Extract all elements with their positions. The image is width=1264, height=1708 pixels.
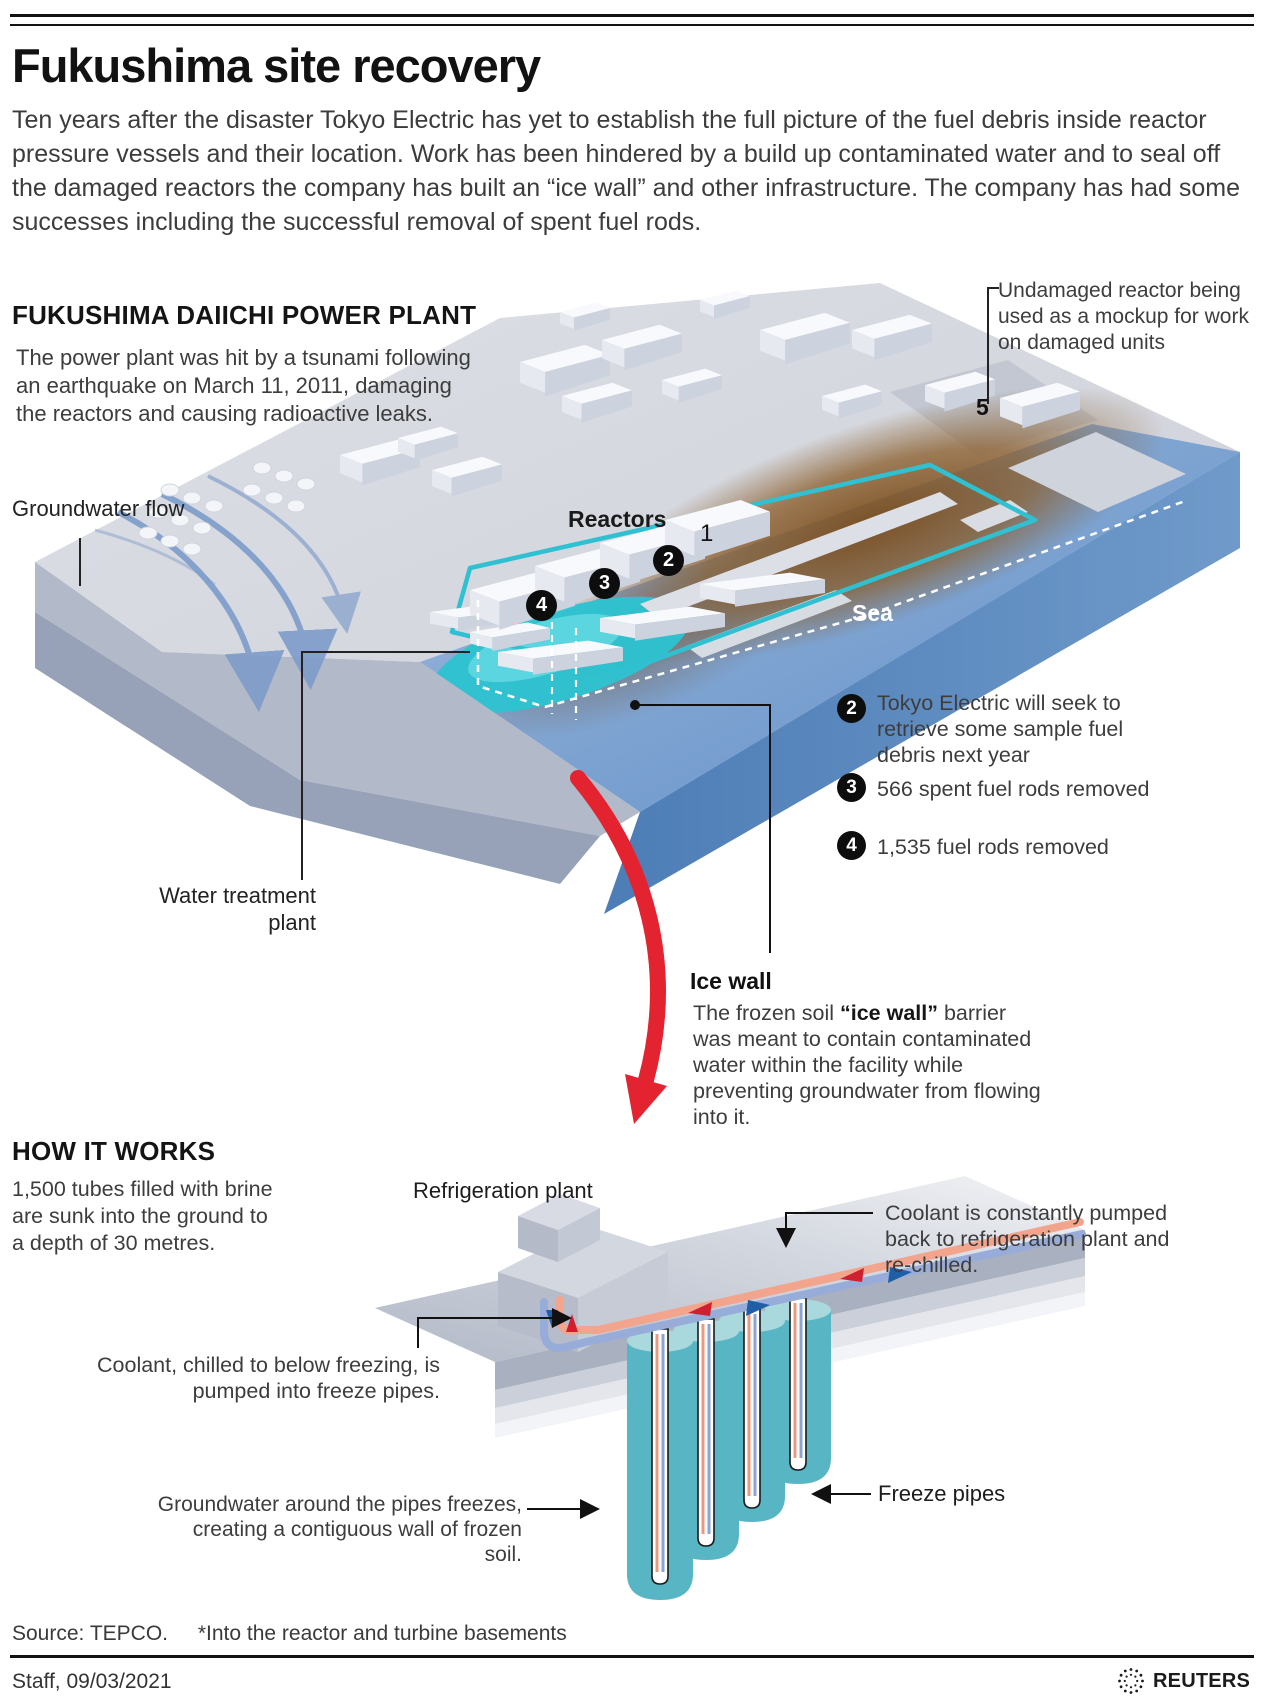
page-title: Fukushima site recovery (12, 39, 541, 92)
dashed-outline (476, 498, 1189, 720)
freeze-diagram (375, 1176, 1086, 1600)
plant-section-heading: FUKUSHIMA DAIICHI POWER PLANT (12, 300, 477, 330)
label-leaders (79, 287, 999, 880)
top-rule (10, 14, 1254, 26)
sea-front-face (604, 452, 1240, 914)
footer-rule (10, 1655, 1254, 1658)
mockup-leader (987, 287, 999, 404)
refrigeration-plant-label: Refrigeration plant (413, 1178, 593, 1203)
coolant-return-leader (776, 1212, 873, 1248)
note-text-3: 566 spent fuel rods removed (877, 777, 1150, 801)
source-text: Source: TEPCO. (12, 1622, 169, 1645)
unit-1-label: 1 (700, 520, 714, 547)
red-arrow (570, 770, 667, 1124)
note-badge-4: 4 (837, 831, 866, 860)
plant-description: The power plant was hit by a tsunami fol… (16, 345, 471, 426)
ice-wall-leader (630, 700, 771, 953)
footnote-text: *Into the reactor and turbine basements (197, 1622, 567, 1645)
source-line: Source: TEPCO. *Into the reactor and tur… (12, 1622, 567, 1646)
reuters-orbit-icon (1118, 1668, 1144, 1694)
land-front-face (35, 562, 640, 836)
byline: Staff, 09/03/2021 (12, 1670, 172, 1693)
freeze-pipes (651, 1297, 807, 1585)
note-text-2: Tokyo Electric will seek to retrieve som… (877, 691, 1124, 767)
groundwater-freezes-note: Groundwater around the pipes freezes, cr… (157, 1493, 522, 1566)
ice-wall-text-rest: barrier was meant to contain contaminate… (693, 1001, 1041, 1129)
note-badge-3: 3 (837, 773, 866, 802)
mockup-note: Undamaged reactor being used as a mockup… (998, 279, 1249, 354)
unit-5-label: 5 (976, 394, 989, 420)
ice-wall-paragraph: The frozen soil “ice wall” barrier was m… (693, 1000, 1041, 1130)
coolant-supply-leader (417, 1308, 572, 1348)
reuters-logo: REUTERS (1116, 1666, 1250, 1696)
groundwater-flow-label: Groundwater flow (12, 496, 185, 521)
water-treatment-label: Water treatment plant (159, 883, 316, 935)
diagram-leaders (417, 1212, 873, 1519)
map-marker-4: 4 (526, 590, 557, 621)
note-badge-2: 2 (837, 694, 866, 723)
ice-wall-text-bold: “ice wall” (839, 1001, 938, 1025)
map-marker-3: 3 (589, 568, 620, 599)
water-treatment-leader (301, 651, 470, 880)
note-text-4: 1,535 fuel rods removed (877, 835, 1109, 859)
tank-farm (138, 461, 316, 556)
ice-wall-heading: Ice wall (690, 968, 772, 994)
site-illustration (35, 283, 1240, 1124)
how-description: 1,500 tubes filled with brine are sunk i… (12, 1177, 273, 1255)
coolant-return-note: Coolant is constantly pumped back to ref… (885, 1201, 1170, 1277)
coolant-supply-note: Coolant, chilled to below freezing, is p… (97, 1353, 440, 1403)
reuters-wordmark: REUTERS (1153, 1669, 1250, 1692)
flow-arrows (546, 1267, 912, 1332)
reactors-label: Reactors (568, 506, 667, 532)
how-section-heading: HOW IT WORKS (12, 1136, 216, 1166)
land-front-face (35, 612, 600, 884)
freeze-pipes-label: Freeze pipes (878, 1481, 1006, 1506)
map-marker-2: 2 (653, 545, 684, 576)
intro-paragraph: Ten years after the disaster Tokyo Elect… (12, 106, 1240, 236)
ice-wall-text-lead: The frozen soil (693, 1001, 840, 1025)
sea-label: Sea (852, 600, 893, 626)
